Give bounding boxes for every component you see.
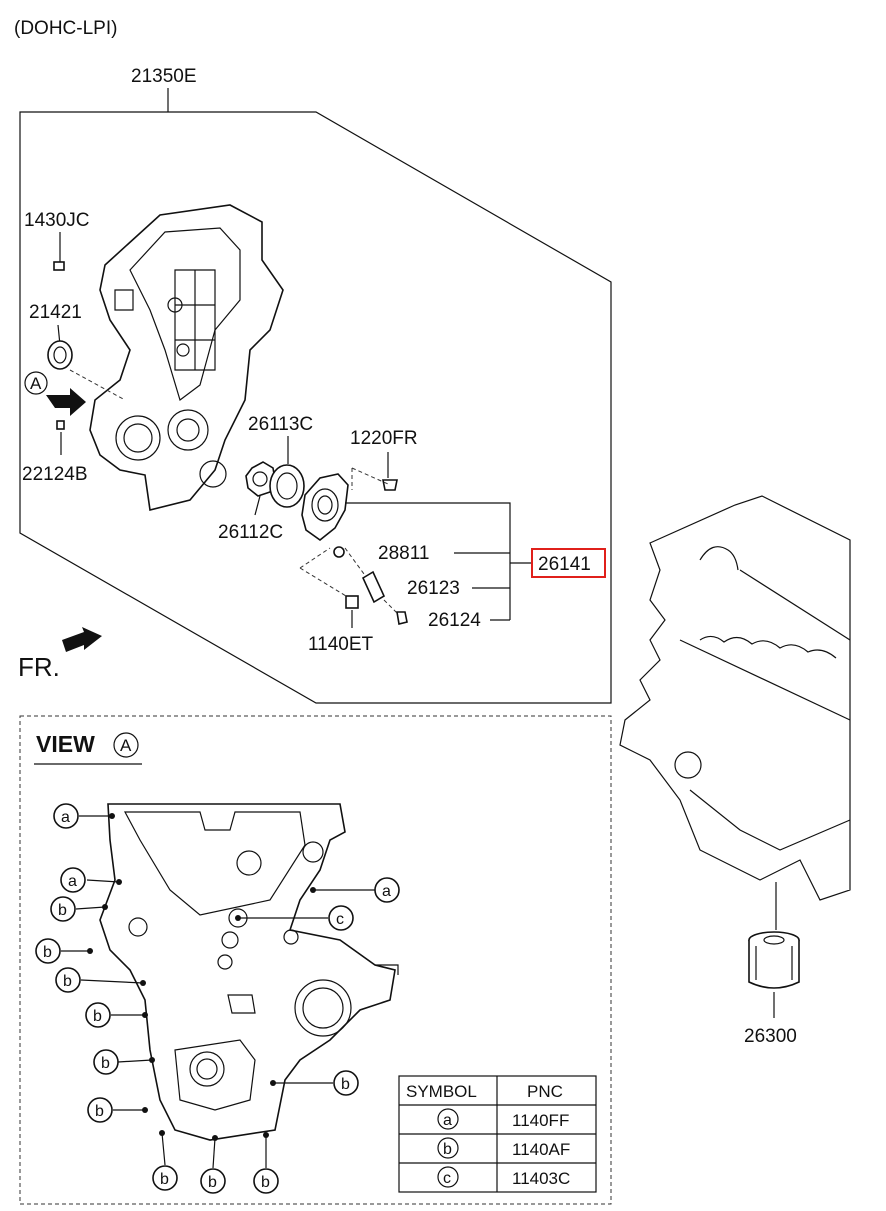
callout-a-1: a [53, 803, 79, 829]
part-label-26141[interactable]: 26141 [538, 554, 591, 575]
oil-filter [748, 931, 800, 989]
part-label-26300: 26300 [744, 1026, 797, 1047]
svg-text:a: a [61, 809, 70, 826]
front-label: FR. [18, 652, 60, 682]
legend-symbol-c: c [443, 1170, 451, 1187]
svg-text:b: b [63, 973, 72, 990]
front-arrow [62, 627, 102, 652]
legend-table: SYMBOL PNC a 1140FF b 1140AF c 11403C [398, 1075, 597, 1193]
relief-plunger [333, 546, 345, 558]
view-title-marker: A [120, 736, 132, 755]
callout-b-5: b [93, 1049, 119, 1075]
callout-b-7: b [152, 1165, 178, 1191]
svg-text:b: b [43, 944, 52, 961]
legend-symbol-a: a [443, 1112, 452, 1129]
dowel-pin [53, 261, 65, 271]
part-label-28811: 28811 [378, 543, 429, 564]
view-title: VIEW [36, 731, 95, 757]
part-label-22124b: 22124B [22, 464, 88, 485]
view-marker-circle [24, 371, 48, 395]
svg-text:b: b [95, 1103, 104, 1120]
callout-b-3: b [55, 967, 81, 993]
callout-leaders [61, 813, 375, 1169]
highlight-box-26141[interactable] [531, 548, 606, 578]
callout-a-2: a [60, 867, 86, 893]
oil-seal [47, 340, 73, 370]
assembly-label: 21350E [131, 66, 197, 87]
svg-text:b: b [101, 1055, 110, 1072]
assembly-frame [19, 111, 612, 704]
svg-text:b: b [58, 902, 67, 919]
relief-spring [361, 570, 386, 604]
bolt-1140et [345, 595, 359, 609]
svg-text:a: a [68, 873, 77, 890]
view-panel [19, 715, 612, 1205]
legend-pnc-b: 1140AF [512, 1140, 570, 1159]
legend-pnc-a: 1140FF [512, 1111, 569, 1130]
legend-symbol-b: b [443, 1141, 452, 1158]
callout-a-3: a [374, 877, 400, 903]
svg-text:b: b [208, 1174, 217, 1191]
relief-plug [396, 611, 408, 625]
svg-text:c: c [336, 911, 344, 928]
engine-block [619, 495, 851, 930]
view-title-circle [113, 732, 139, 758]
callout-b-1: b [50, 896, 76, 922]
callout-b-10: b [333, 1070, 359, 1096]
legend-header-symbol: SYMBOL [406, 1082, 477, 1101]
variant-label: (DOHC-LPI) [14, 18, 117, 39]
view-direction-arrow [46, 388, 86, 416]
view-marker-label: A [30, 374, 42, 393]
legend-pnc-c: 11403C [512, 1169, 570, 1188]
timing-cover [89, 204, 284, 511]
svg-text:b: b [160, 1171, 169, 1188]
part-label-1430jc: 1430JC [24, 210, 90, 231]
callout-b-2: b [35, 938, 61, 964]
svg-text:a: a [382, 883, 391, 900]
bolt-22124b [56, 420, 65, 430]
part-label-26123: 26123 [407, 578, 460, 599]
part-label-1140et: 1140ET [308, 634, 374, 655]
callout-b-8: b [200, 1168, 226, 1194]
callout-c-1: c [328, 905, 354, 931]
part-label-21421: 21421 [29, 302, 82, 323]
part-label-26113c: 26113C [248, 414, 313, 435]
callout-b-9: b [253, 1168, 279, 1194]
part-label-1220fr: 1220FR [350, 428, 418, 449]
part-label-26124: 26124 [428, 610, 481, 631]
view-cover-outline [99, 803, 399, 1141]
screw-1220fr [382, 479, 398, 491]
part-label-26112c: 26112C [218, 522, 283, 543]
svg-text:b: b [93, 1008, 102, 1025]
oil-pump-cover [301, 473, 349, 542]
svg-text:b: b [261, 1174, 270, 1191]
callout-b-6: b [87, 1097, 113, 1123]
svg-text:b: b [341, 1076, 350, 1093]
callout-b-4: b [85, 1002, 111, 1028]
legend-header-pnc: PNC [527, 1082, 563, 1101]
outer-rotor [269, 464, 305, 508]
